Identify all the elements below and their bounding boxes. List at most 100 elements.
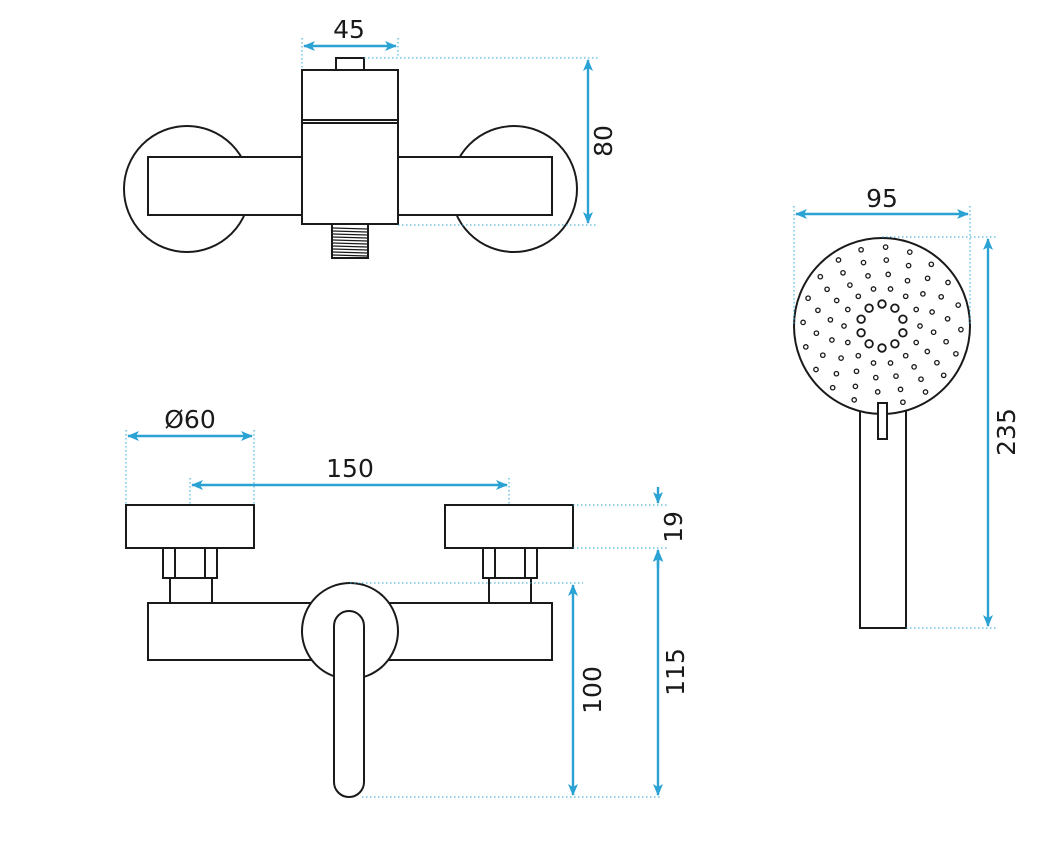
spray-hole [864, 339, 874, 349]
cartridge-cap [335, 57, 365, 71]
spray-hole [824, 286, 830, 293]
dim-label-45: 45 [333, 15, 365, 44]
spray-hole [958, 326, 964, 333]
spray-hole [955, 302, 962, 308]
spray-hole [934, 359, 940, 366]
spray-hole [890, 303, 900, 313]
spray-hole [898, 314, 908, 324]
spray-hole [805, 295, 811, 302]
spray-hole [897, 386, 904, 393]
spray-hole [800, 319, 806, 326]
lever-handle [333, 610, 365, 798]
spray-hole [835, 257, 842, 263]
right-nut [482, 547, 538, 579]
cartridge-housing [301, 69, 399, 225]
front-view: Ø60 150 19 100 115 [125, 405, 690, 798]
right-flange-side [444, 504, 574, 549]
dim-label-80: 80 [589, 125, 618, 157]
spray-hole [817, 273, 824, 280]
spray-hole [945, 279, 951, 286]
spray-hole [833, 370, 840, 377]
spray-hole [844, 339, 851, 346]
spray-hole [940, 372, 947, 379]
spray-hole [864, 303, 874, 313]
spray-hole [855, 293, 862, 300]
spray-hole [902, 293, 909, 300]
spray-hole [872, 374, 879, 381]
spray-hole [855, 352, 862, 359]
spray-hole [840, 269, 846, 276]
spray-hole [815, 307, 821, 314]
spray-holes [800, 244, 964, 406]
spray-hole [883, 257, 890, 263]
spray-hole [870, 286, 877, 292]
spray-hole [874, 389, 881, 395]
spray-hole [930, 329, 937, 336]
spray-hole [953, 350, 959, 357]
dim-label-60: Ø60 [164, 405, 216, 434]
spray-hole [852, 383, 859, 390]
spray-hole [911, 364, 917, 370]
spray-hole [882, 244, 889, 250]
spray-hole [860, 259, 867, 266]
top-view: 45 80 [123, 15, 618, 259]
dim-label-235: 235 [992, 408, 1021, 456]
spray-hole [906, 249, 913, 255]
spray-hole [922, 389, 929, 395]
left-connector [169, 577, 213, 604]
spray-hole [887, 360, 894, 366]
right-connector [488, 577, 532, 604]
spray-hole [841, 323, 847, 329]
spray-hole [851, 397, 858, 403]
spray-hole [913, 306, 920, 313]
shower-head [793, 237, 971, 415]
spray-hole [943, 338, 949, 345]
spray-hole [802, 344, 809, 350]
spray-hole [856, 314, 866, 324]
spray-hole [944, 315, 951, 322]
spray-hole [877, 343, 887, 353]
spray-hole [853, 368, 860, 375]
spray-hole [890, 339, 900, 349]
spray-hole [813, 366, 819, 373]
spray-hole [918, 376, 924, 383]
handset-handle [859, 407, 907, 629]
spray-hole [900, 399, 906, 406]
dim-label-95: 95 [866, 184, 898, 213]
spray-hole [913, 339, 920, 346]
dim-label-100: 100 [578, 666, 607, 714]
spray-hole [833, 297, 840, 304]
spray-hole [928, 261, 935, 268]
spray-hole [924, 348, 931, 355]
dim-label-150: 150 [326, 454, 374, 483]
spray-hole [858, 246, 864, 253]
spray-hole [885, 271, 892, 278]
spray-hole [904, 277, 911, 284]
spray-hole [813, 330, 820, 337]
spray-hole [844, 306, 851, 313]
hand-shower: 95 235 [793, 184, 1021, 629]
spray-hole [856, 328, 866, 338]
spray-hole [920, 291, 926, 297]
dim-label-115: 115 [661, 648, 690, 696]
spray-hole [902, 352, 909, 359]
spray-hole [827, 316, 834, 323]
spray-hole [847, 282, 853, 288]
left-nut [162, 547, 218, 579]
spray-hole [887, 286, 894, 292]
spray-hole [917, 323, 923, 329]
spray-hole [905, 262, 912, 269]
threaded-outlet [331, 223, 369, 259]
left-flange-side [125, 504, 255, 549]
spray-hole [829, 337, 835, 343]
spray-hole [865, 273, 871, 279]
spray-hole [819, 352, 826, 359]
spray-hole [938, 293, 945, 300]
dim-label-19: 19 [659, 511, 688, 543]
spray-hole [838, 355, 844, 361]
spray-hole [893, 373, 899, 379]
spray-hole [924, 275, 931, 282]
spray-hole [829, 384, 836, 391]
spray-hole [898, 328, 908, 338]
